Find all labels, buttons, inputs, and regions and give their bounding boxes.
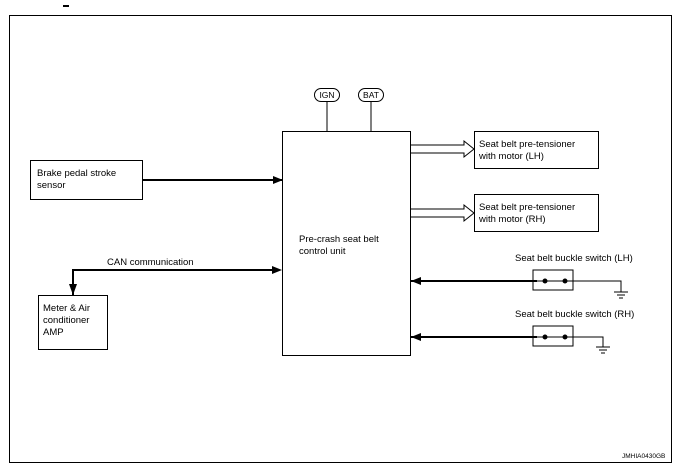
can-arrow-right (272, 266, 282, 274)
figure-code: JMHIA0430GB (622, 453, 666, 460)
can-communication-label: CAN communication (107, 257, 194, 268)
diagram-frame (9, 15, 672, 463)
buckle-switch-lh-label: Seat belt buckle switch (LH) (515, 253, 633, 264)
brake-sensor-label: Brake pedal stroke sensor (37, 168, 117, 191)
pretensioner-rh-label: Seat belt pre-tensioner with motor (RH) (479, 202, 576, 225)
pretensioner-rh-box: Seat belt pre-tensioner with motor (RH) (474, 194, 599, 232)
pretensioner-lh-label: Seat belt pre-tensioner with motor (LH) (479, 139, 576, 162)
pretensioner-lh-arrow (411, 139, 475, 159)
buckle-lh-ground-wire (573, 280, 622, 292)
bat-terminal: BAT (358, 88, 384, 102)
meter-amp-box: Meter & Air conditioner AMP (38, 295, 108, 350)
buckle-lh-ground-icon (614, 291, 628, 299)
buckle-rh-switch (532, 325, 574, 347)
can-line (72, 269, 272, 295)
brake-sensor-box: Brake pedal stroke sensor (30, 160, 143, 200)
pretensioner-lh-box: Seat belt pre-tensioner with motor (LH) (474, 131, 599, 169)
control-unit-box: Pre-crash seat belt control unit (282, 131, 411, 356)
buckle-rh-ground-wire (573, 336, 604, 347)
buckle-switch-rh-label: Seat belt buckle switch (RH) (515, 309, 635, 320)
buckle-rh-arrow (411, 333, 421, 341)
meter-amp-label: Meter & Air conditioner AMP (43, 303, 90, 338)
buckle-lh-switch (532, 269, 574, 291)
buckle-lh-arrow (411, 277, 421, 285)
pretensioner-rh-arrow (411, 203, 475, 223)
header-tick-mark (63, 5, 69, 7)
can-arrow-down (69, 284, 77, 295)
buckle-rh-ground-icon (596, 346, 610, 354)
ign-terminal: IGN (314, 88, 340, 102)
control-unit-label: Pre-crash seat belt control unit (299, 234, 379, 257)
